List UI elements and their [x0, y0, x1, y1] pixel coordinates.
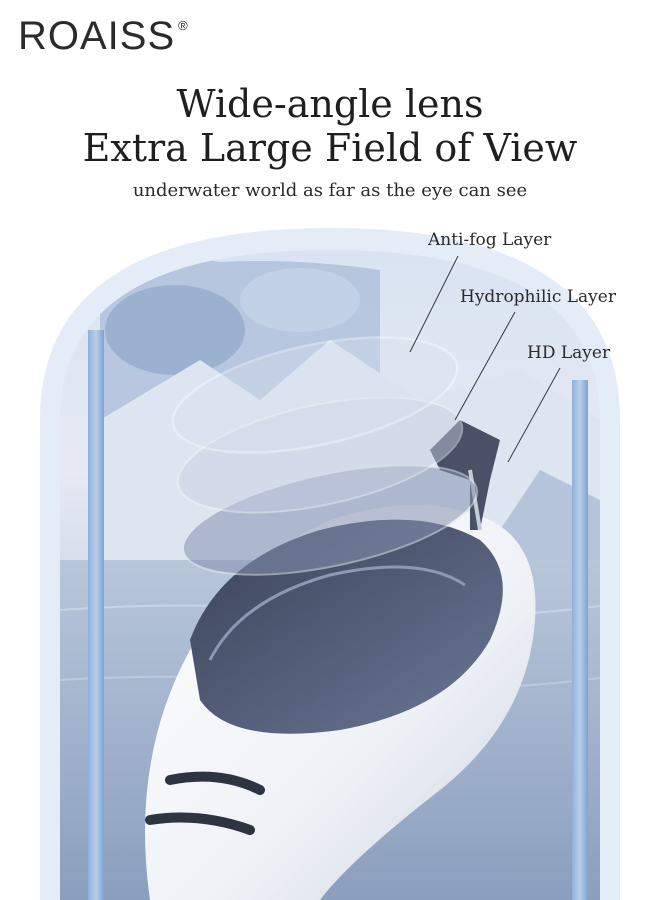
callout-line-hd: [507, 367, 561, 463]
callout-line-hydrophilic: [454, 311, 516, 421]
lens-layer-hd: [181, 464, 479, 576]
headline-subtitle: underwater world as far as the eye can s…: [132, 180, 528, 201]
headline-line-2: Extra Large Field of View: [82, 126, 578, 170]
label-hydrophilic-layer: Hydrophilic Layer: [460, 287, 616, 307]
label-hd-layer: HD Layer: [527, 343, 611, 363]
brand-name: ROAISS: [18, 14, 176, 58]
callout-line-anti-fog: [409, 255, 459, 353]
brand-logo: ROAISS®: [18, 14, 189, 59]
lens-layer-anti-fog: [171, 336, 459, 454]
registered-mark: ®: [178, 18, 189, 33]
headline-line-1: Wide-angle lens: [176, 82, 484, 126]
label-anti-fog-layer: Anti-fog Layer: [428, 230, 552, 250]
lens-layer-hydrophilic: [176, 396, 464, 514]
